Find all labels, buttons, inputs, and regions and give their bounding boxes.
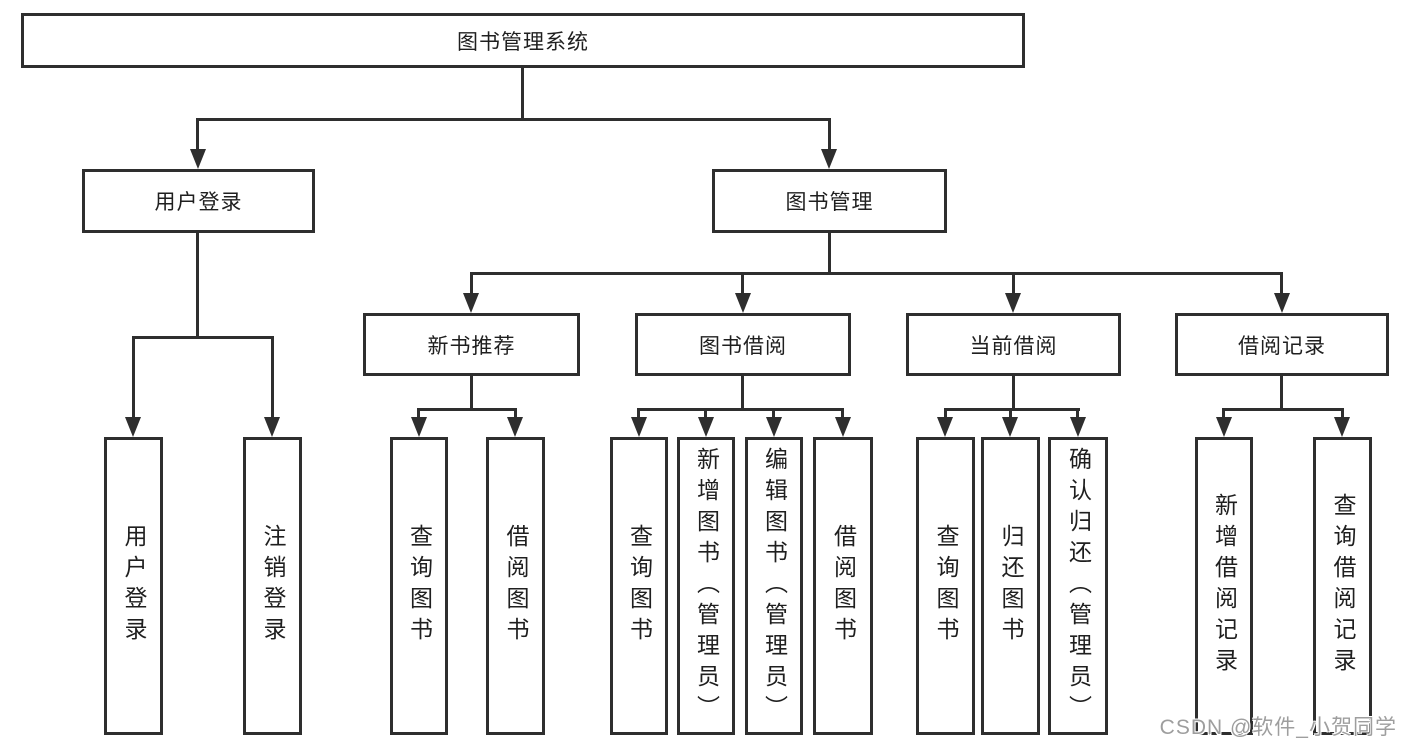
connector xyxy=(1012,376,1015,410)
arrowhead xyxy=(125,417,141,437)
arrowhead xyxy=(735,293,751,313)
node-label: 借阅记录 xyxy=(1238,334,1326,358)
node-label: 查询图书 xyxy=(933,524,959,648)
connector xyxy=(1009,408,1012,419)
node-label: 归还图书 xyxy=(998,524,1024,648)
node-borrowing-records: 借阅记录 xyxy=(1175,313,1389,376)
node-label: 编辑图书（管理员） xyxy=(761,446,788,726)
node-label: 注销登录 xyxy=(260,524,286,648)
node-label: 新增图书（管理员） xyxy=(693,446,720,726)
connector xyxy=(196,233,199,338)
arrowhead xyxy=(463,293,479,313)
arrowhead xyxy=(821,149,837,169)
connector xyxy=(772,408,775,419)
arrowhead xyxy=(1334,417,1350,437)
csdn-watermark: CSDN @软件_小贺同学 xyxy=(1159,716,1397,739)
connector xyxy=(196,118,831,121)
node-library-management-system: 图书管理系统 xyxy=(21,13,1025,68)
leaf-user-login: 用户登录 xyxy=(104,437,163,735)
connector xyxy=(944,408,1080,411)
connector xyxy=(841,408,844,419)
leaf-add-borrow-record: 新增借阅记录 xyxy=(1195,437,1253,735)
leaf-query-book-borrowing: 查询图书 xyxy=(610,437,668,735)
connector xyxy=(944,408,947,419)
connector xyxy=(132,336,274,339)
connector xyxy=(271,336,274,417)
connector xyxy=(1280,272,1283,295)
connector xyxy=(132,336,135,417)
node-label: 借阅图书 xyxy=(830,524,857,648)
node-label: 新增借阅记录 xyxy=(1211,493,1238,679)
node-label: 新书推荐 xyxy=(427,334,516,358)
connector xyxy=(521,68,524,121)
leaf-confirm-return-admin: 确认归还（管理员） xyxy=(1048,437,1108,735)
leaf-borrow-book: 借阅图书 xyxy=(813,437,873,735)
node-label: 确认归还（管理员） xyxy=(1065,446,1092,726)
connector xyxy=(417,408,420,419)
node-label: 查询借阅记录 xyxy=(1330,493,1356,679)
arrowhead xyxy=(766,417,782,437)
connector xyxy=(470,376,473,410)
connector xyxy=(470,272,1283,275)
connector xyxy=(1280,376,1283,410)
connector xyxy=(1012,272,1015,295)
arrowhead xyxy=(835,417,851,437)
arrowhead xyxy=(631,417,647,437)
arrowhead xyxy=(190,149,206,169)
leaf-edit-book-admin: 编辑图书（管理员） xyxy=(745,437,803,735)
leaf-return-book: 归还图书 xyxy=(981,437,1040,735)
arrowhead xyxy=(1005,293,1021,313)
connector xyxy=(828,233,831,274)
node-label: 查询图书 xyxy=(406,524,433,648)
leaf-query-book-current: 查询图书 xyxy=(916,437,975,735)
connector xyxy=(637,408,640,419)
node-label: 用户登录 xyxy=(154,191,243,214)
node-book-borrowing: 图书借阅 xyxy=(635,313,851,376)
arrowhead xyxy=(411,417,427,437)
connector xyxy=(1341,408,1344,419)
connector xyxy=(470,272,473,295)
arrowhead xyxy=(1002,417,1018,437)
connector xyxy=(741,376,744,410)
arrowhead xyxy=(264,417,280,437)
connector xyxy=(637,408,844,411)
node-label: 借阅图书 xyxy=(503,524,529,648)
arrowhead xyxy=(937,417,953,437)
connector xyxy=(1222,408,1344,411)
node-current-borrowing: 当前借阅 xyxy=(906,313,1121,376)
connector xyxy=(1222,408,1225,419)
node-label: 当前借阅 xyxy=(969,334,1058,358)
leaf-borrow-book-recommend: 借阅图书 xyxy=(486,437,545,735)
node-new-book-recommendation: 新书推荐 xyxy=(363,313,580,376)
node-label: 图书借阅 xyxy=(699,334,787,358)
node-label: 查询图书 xyxy=(626,524,653,648)
connector xyxy=(1076,408,1079,419)
connector xyxy=(741,272,744,295)
leaf-query-borrow-record: 查询借阅记录 xyxy=(1313,437,1372,735)
leaf-logout: 注销登录 xyxy=(243,437,302,735)
connector xyxy=(514,408,517,419)
connector xyxy=(196,118,199,151)
arrowhead xyxy=(1274,293,1290,313)
arrowhead xyxy=(698,417,714,437)
connector xyxy=(704,408,707,419)
arrowhead xyxy=(1216,417,1232,437)
node-user-login: 用户登录 xyxy=(82,169,315,233)
leaf-add-book-admin: 新增图书（管理员） xyxy=(677,437,735,735)
node-label: 图书管理系统 xyxy=(457,30,589,54)
arrowhead xyxy=(507,417,523,437)
leaf-query-book-recommend: 查询图书 xyxy=(390,437,448,735)
arrowhead xyxy=(1070,417,1086,437)
node-label: 用户登录 xyxy=(121,524,147,648)
connector xyxy=(828,118,831,151)
connector xyxy=(418,408,516,411)
node-book-management: 图书管理 xyxy=(712,169,947,233)
node-label: 图书管理 xyxy=(785,191,874,214)
